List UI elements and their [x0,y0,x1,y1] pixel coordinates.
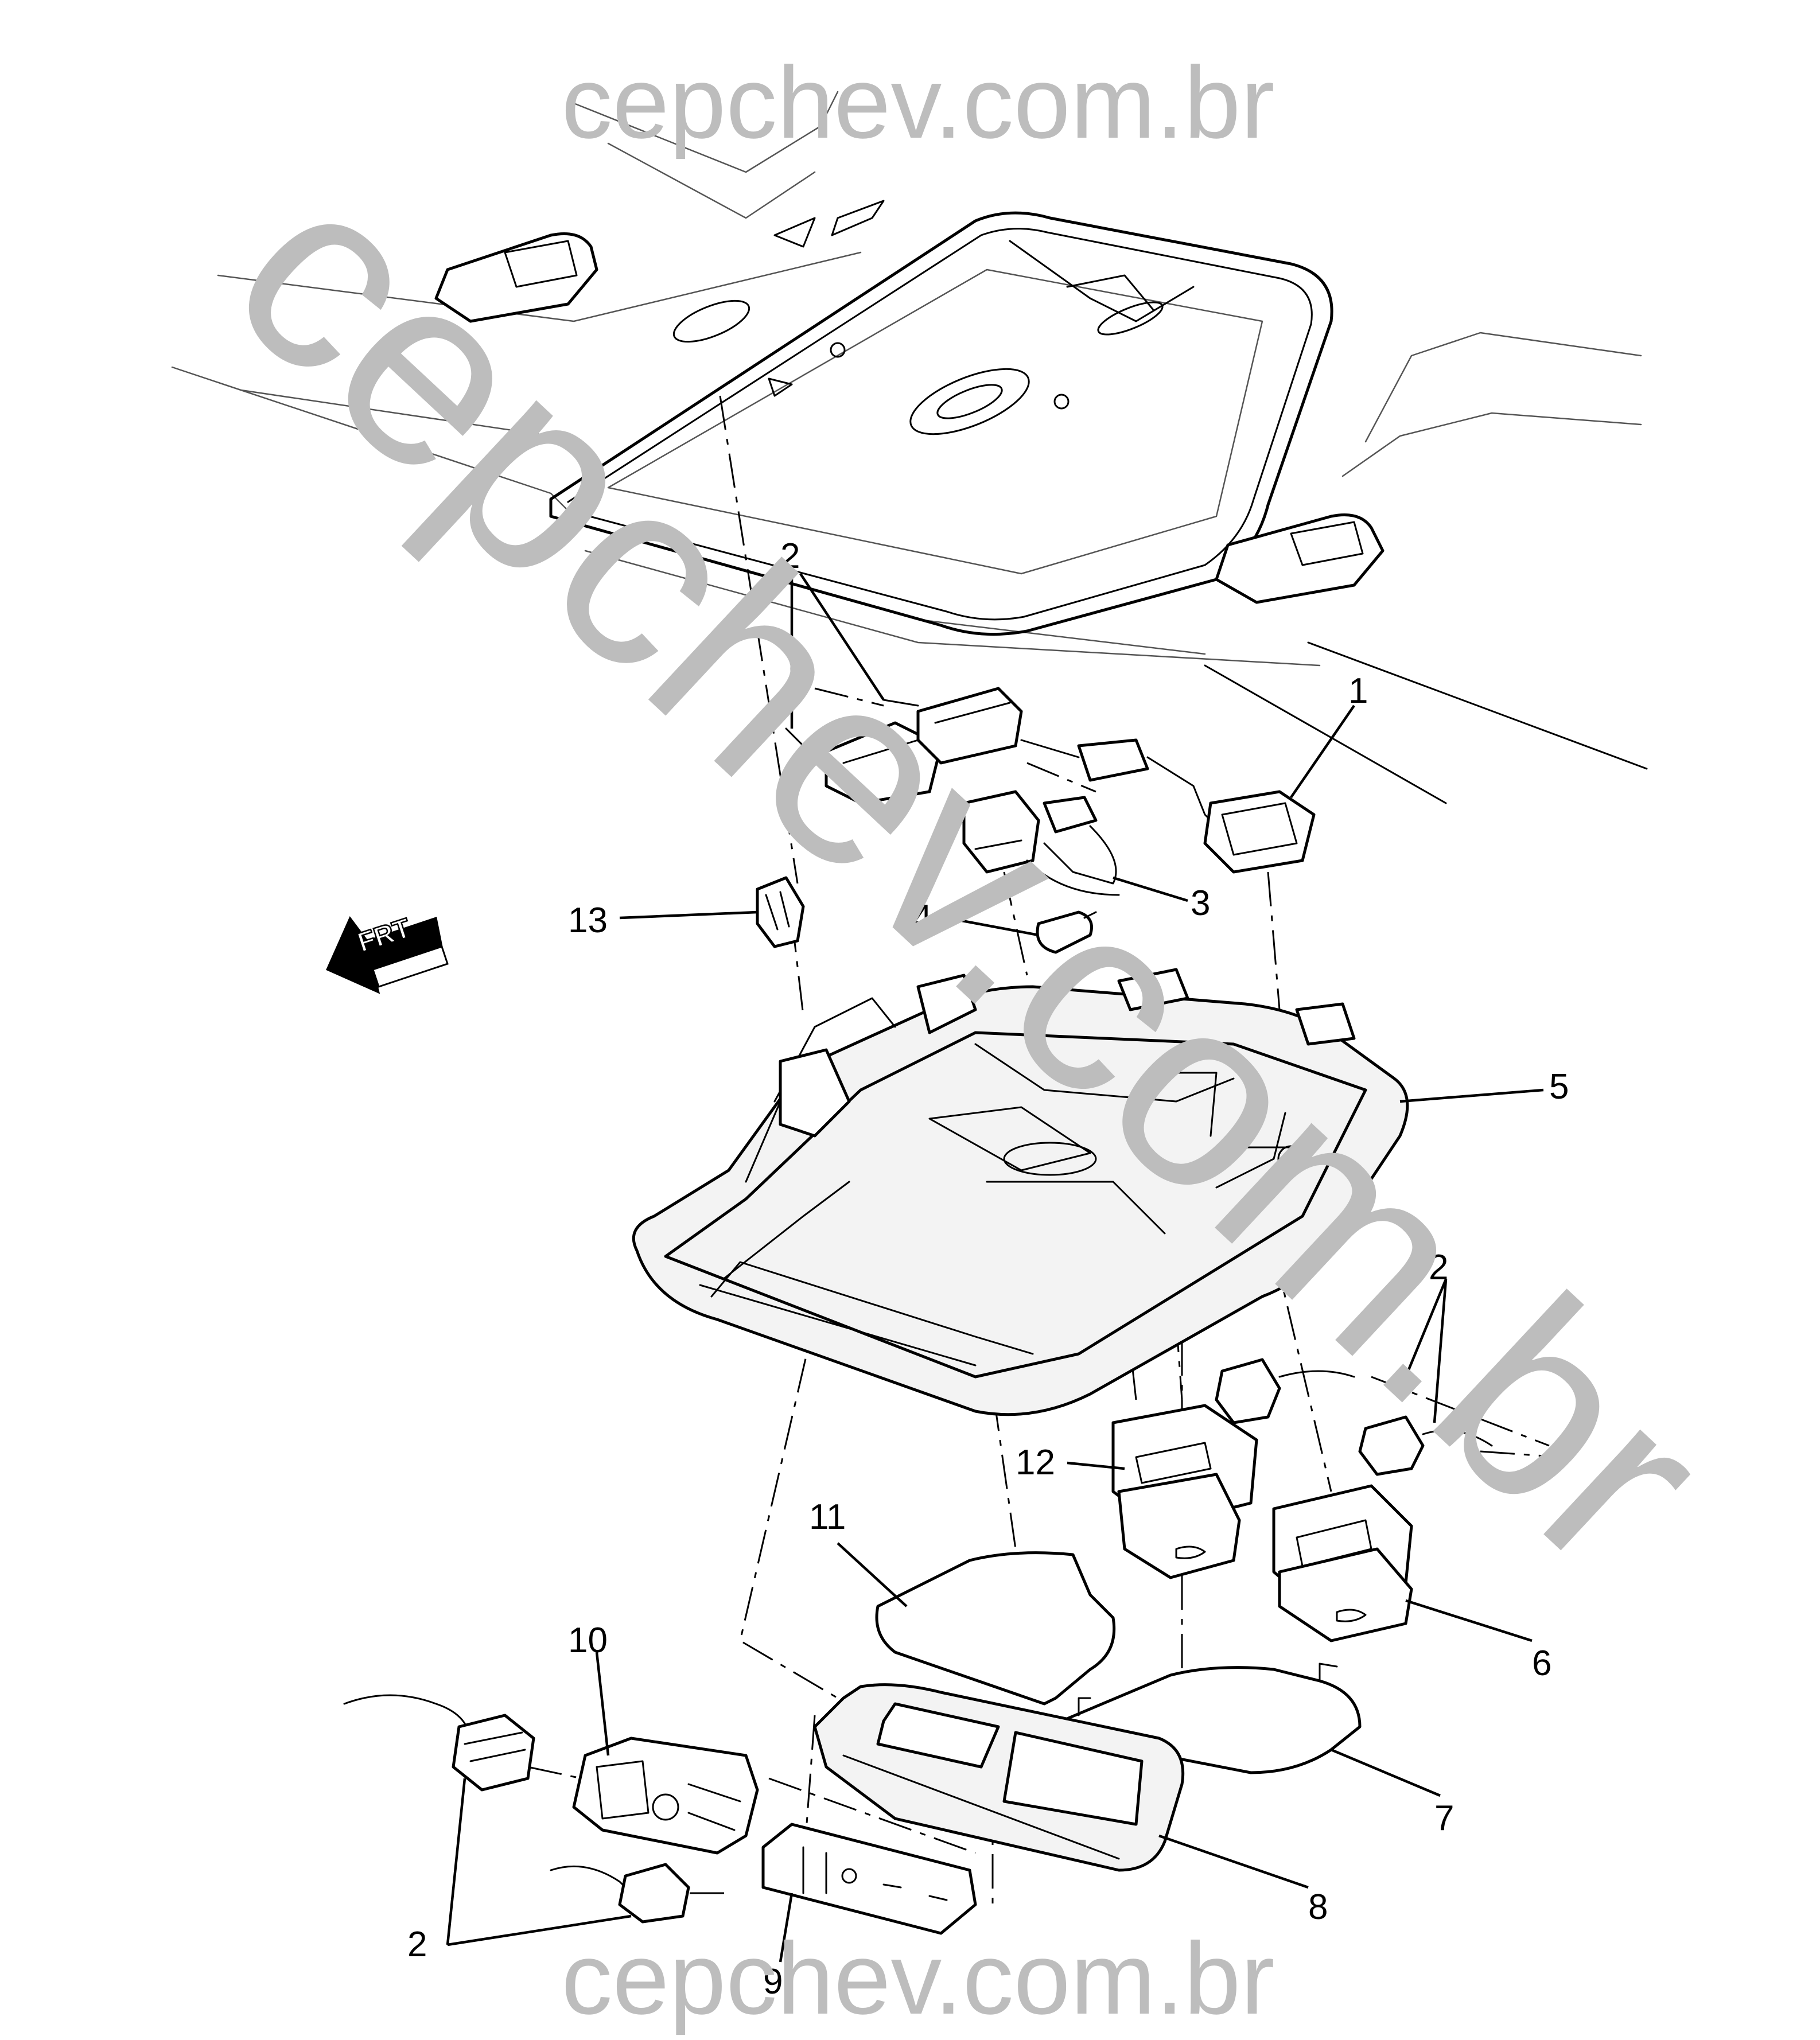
right-connectors [1215,1358,1493,1476]
part-3-harness [962,790,1120,896]
leader-lines [446,573,1544,1963]
callout-1: 1 [1348,671,1368,711]
callout-3: 3 [1191,883,1210,923]
callout-12: 12 [1016,1443,1055,1482]
callout-2-bottom: 2 [407,1925,427,1964]
callout-6: 6 [1532,1644,1551,1683]
callout-4: 4 [912,898,932,937]
part-1-connector [1203,790,1316,874]
callout-11: 11 [809,1497,846,1537]
callout-labels: 2 1 3 4 13 5 2 12 11 6 10 7 8 9 2 [407,536,1569,2002]
callout-2-right: 2 [1429,1248,1448,1287]
part-13-clip [756,876,805,948]
part-4-bulb [1036,910,1097,954]
callout-10: 10 [568,1621,608,1660]
watermark-bottom: cepchev.com.br [561,1921,1274,2035]
callout-8: 8 [1308,1887,1328,1927]
part-12-switch [1111,1404,1258,1579]
upper-connectors [785,687,1218,827]
left-connectors [343,1694,690,1924]
callout-2-top: 2 [780,536,800,576]
callout-9: 9 [763,1962,783,2002]
part-5-console-housing [632,968,1409,1416]
callout-13: 13 [568,901,608,940]
roof-structure [171,91,1648,804]
part-6-switch [1272,1484,1413,1642]
callout-5: 5 [1549,1067,1569,1107]
front-direction-arrow: FRT [326,912,449,994]
callout-7: 7 [1434,1798,1454,1838]
part-9-switch-bank [761,1823,977,1935]
watermark-top: cepchev.com.br [561,45,1274,159]
part-10-module [572,1737,759,1855]
part-8-bezel [813,1683,1185,1872]
part-11-lens [875,1551,1116,1706]
